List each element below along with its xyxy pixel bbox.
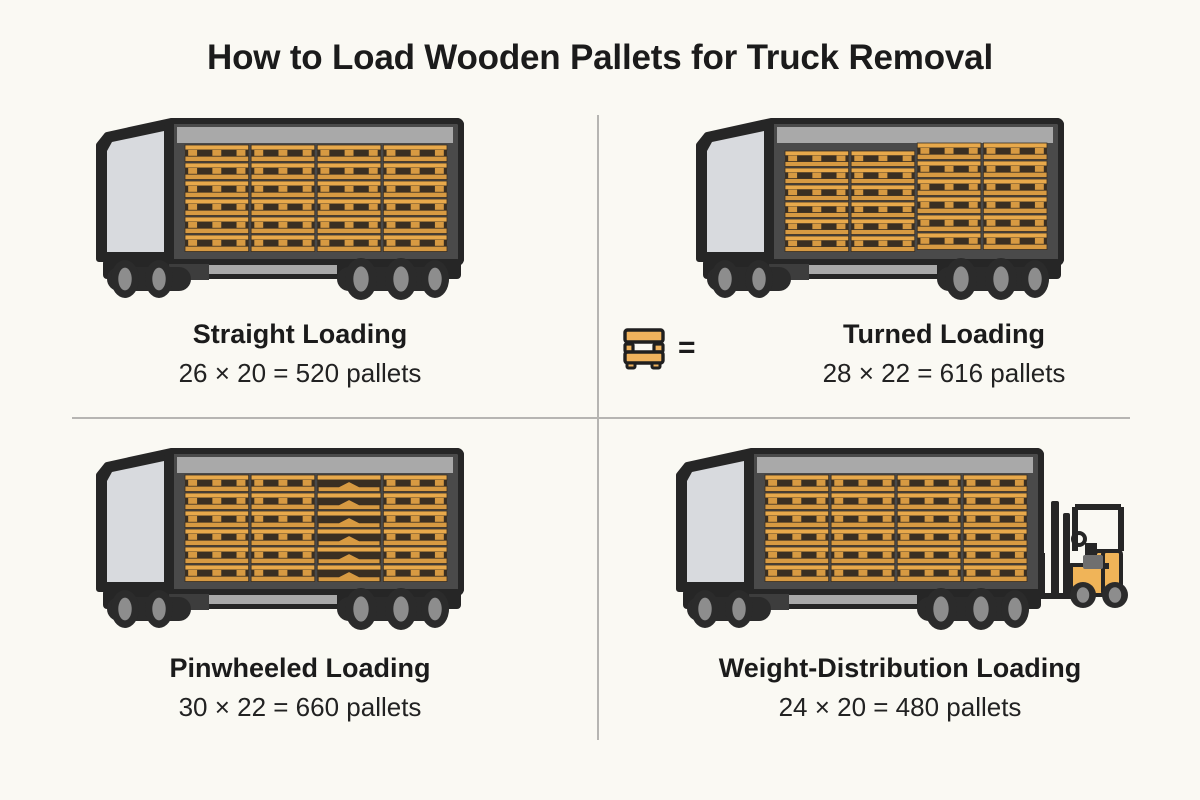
caption-weight-distribution: Weight-Distribution Loading 24 × 20 = 48… [600,652,1200,724]
caption-subtitle: 28 × 22 = 616 pallets [822,358,1066,389]
truck-illustration-turned [600,108,1200,318]
truck-illustration-pinwheeled [0,438,600,648]
box-truck-icon [676,448,1128,630]
box-truck-icon [96,118,464,300]
caption-subtitle: 24 × 20 = 480 pallets [778,692,1022,723]
equals-sign: = [678,331,696,364]
pallet-icon [623,328,665,370]
panel-turned-loading: = Turned Loading 28 × 22 = 616 pallets [600,100,1200,450]
page-title: How to Load Wooden Pallets for Truck Rem… [207,38,993,77]
truck-illustration-straight [0,108,600,318]
caption-title: Weight-Distribution Loading [718,653,1082,683]
caption-pinwheeled: Pinwheeled Loading 30 × 22 = 660 pallets [0,652,600,724]
caption-straight: Straight Loading 26 × 20 = 520 pallets [0,318,600,390]
panel-weight-distribution-loading: Weight-Distribution Loading 24 × 20 = 48… [600,430,1200,780]
caption-subtitle: 26 × 20 = 520 pallets [178,358,422,389]
divider-horizontal [72,417,1130,419]
panel-straight-loading: Straight Loading 26 × 20 = 520 pallets [0,100,600,450]
truck-illustration-weight-distribution [600,438,1200,648]
caption-title: Straight Loading [192,319,408,349]
box-truck-icon [696,118,1064,300]
pallet-equivalence-badge: = [618,316,728,380]
forklift-icon [1037,501,1128,608]
box-truck-icon [96,448,464,630]
divider-vertical [597,115,599,740]
panel-pinwheeled-loading: Pinwheeled Loading 30 × 22 = 660 pallets [0,430,600,780]
caption-turned: Turned Loading 28 × 22 = 616 pallets [600,318,1200,390]
caption-subtitle: 30 × 22 = 660 pallets [178,692,422,723]
caption-title: Pinwheeled Loading [169,653,431,683]
caption-title: Turned Loading [843,319,1045,349]
